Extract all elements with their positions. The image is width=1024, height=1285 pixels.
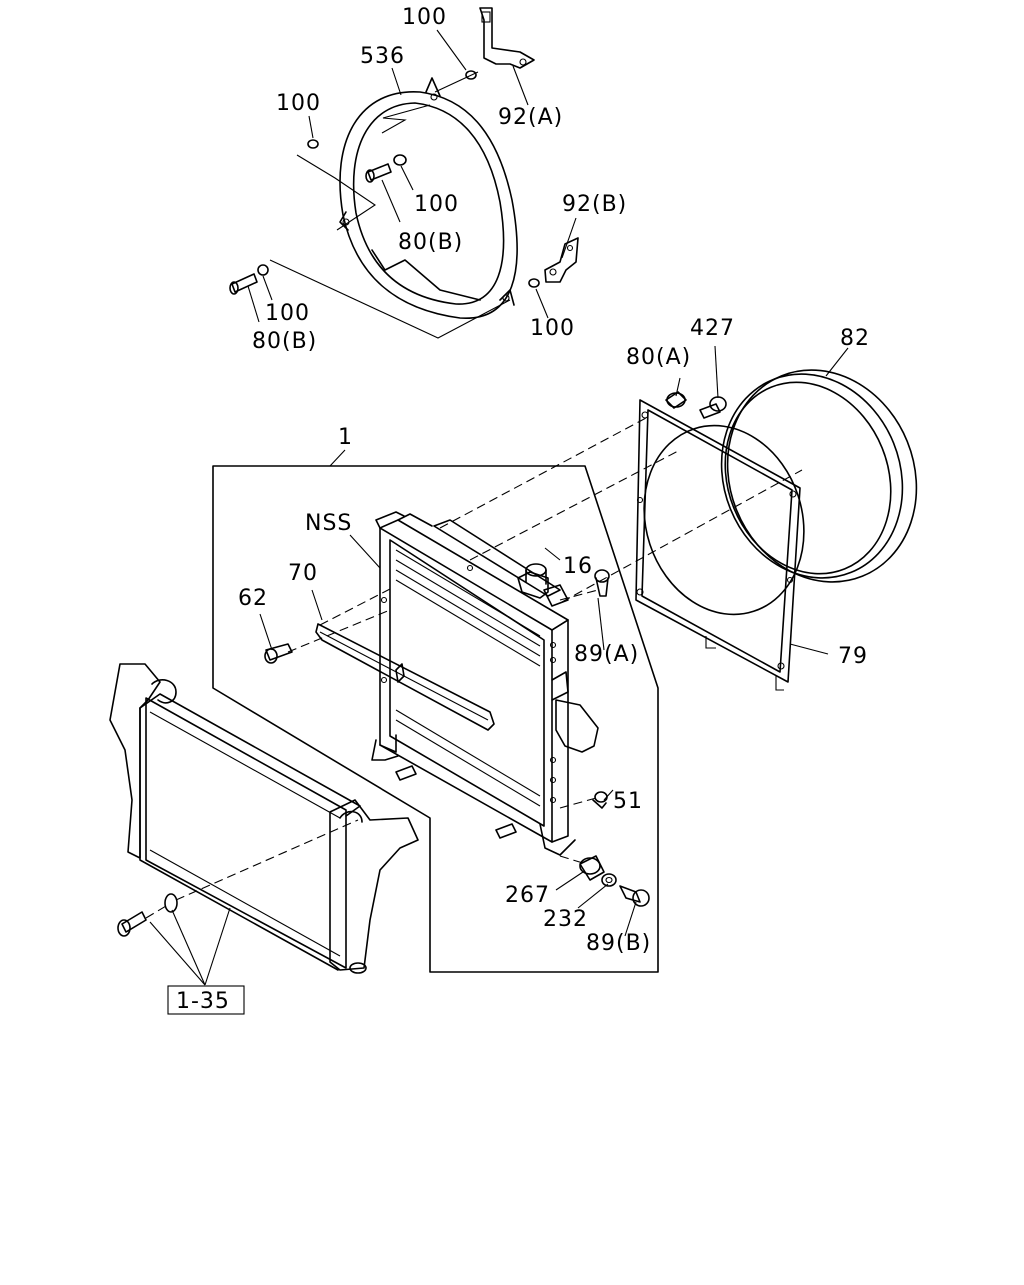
label-62: 62 [238, 586, 268, 611]
lower-leaders [149, 345, 849, 986]
label-1: 1 [338, 425, 353, 450]
fan-ring-82 [720, 369, 918, 583]
bolt-80a [665, 391, 687, 409]
bracket-92a [479, 7, 535, 69]
fan-shroud-79 [635, 399, 805, 691]
label-92b: 92(B) [562, 192, 627, 217]
bolt-89a [594, 569, 610, 597]
label-80b-mid: 80(B) [398, 230, 463, 255]
label-89b: 89(B) [586, 931, 651, 956]
stay-bar-70 [315, 623, 495, 731]
washer-232 [601, 873, 617, 887]
bolt-1-35 [117, 911, 147, 937]
bracket-92b [544, 237, 579, 283]
label-1-35: 1-35 [176, 989, 230, 1014]
label-92a: 92(A) [498, 105, 563, 130]
label-16: 16 [563, 554, 593, 579]
label-nss: NSS [305, 511, 352, 536]
bolt-80b-upper [365, 154, 407, 183]
label-100-top: 100 [402, 5, 447, 30]
label-100-bl: 100 [265, 301, 310, 326]
fan-shroud-upper [339, 77, 518, 319]
label-89a: 89(A) [574, 642, 639, 667]
label-80a: 80(A) [626, 345, 691, 370]
upper-leaders [247, 29, 577, 339]
label-232: 232 [543, 907, 588, 932]
label-427: 427 [690, 316, 735, 341]
bolt-89b [619, 885, 650, 907]
part-labels: 100 536 92(A) 100 100 80(B) 92(B) 100 80… [238, 5, 870, 956]
reference-box-1-35: 1-35 [167, 985, 245, 1015]
alignment-lines [145, 417, 803, 919]
label-267: 267 [505, 883, 550, 908]
label-100-left: 100 [276, 91, 321, 116]
label-51: 51 [613, 789, 643, 814]
mount-267 [579, 855, 605, 881]
label-100-mid: 100 [414, 192, 459, 217]
bolt-427 [699, 396, 727, 419]
clip-100-right [528, 278, 540, 288]
clip-100-top [465, 70, 477, 80]
washer-1-35 [164, 893, 178, 913]
label-82: 82 [840, 326, 870, 351]
bolt-51 [592, 791, 608, 809]
label-80b-bl: 80(B) [252, 329, 317, 354]
label-536: 536 [360, 44, 405, 69]
bolt-62 [264, 643, 293, 664]
label-79: 79 [838, 644, 868, 669]
label-70: 70 [288, 561, 318, 586]
assembly-boundary [212, 465, 659, 973]
clip-100-left [307, 139, 319, 149]
radiator-core [371, 511, 599, 856]
bolt-80b-lower [229, 264, 269, 295]
label-100-br: 100 [530, 316, 575, 341]
intercooler [109, 663, 419, 974]
